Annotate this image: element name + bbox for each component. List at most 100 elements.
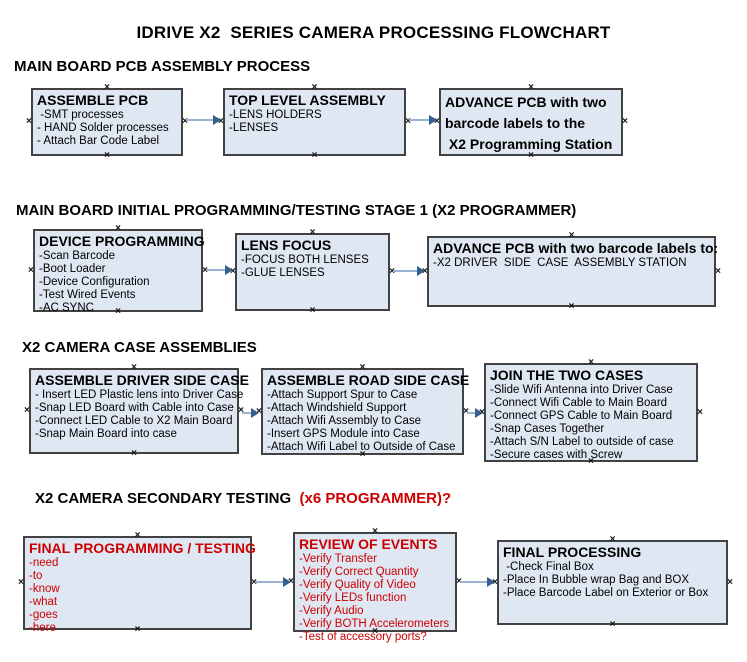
box-items: -need-to-know-what-goes-here [29, 557, 250, 635]
box-item: -what [29, 596, 58, 608]
arrow-head-icon [429, 115, 437, 125]
box-items: - Insert LED Plastic lens into Driver Ca… [35, 389, 243, 441]
box-items: -Slide Wifi Antenna into Driver Case-Con… [490, 384, 696, 462]
arrow-shaft [409, 119, 431, 121]
section-heading-text: X2 CAMERA CASE ASSEMBLIES [22, 339, 257, 356]
connection-point-icon: × [622, 116, 628, 127]
connection-point-icon: × [697, 406, 703, 418]
box-item: -Verify BOTH Accelerometers [299, 618, 450, 630]
section-heading-text: MAIN BOARD INITIAL PROGRAMMING/TESTING S… [16, 202, 577, 219]
arrow-head-icon [225, 265, 233, 275]
box-title: FINAL PROCESSING [503, 544, 642, 560]
box-title: JOIN THE TWO CASES [490, 367, 644, 383]
box-item: -FOCUS BOTH LENSES [241, 254, 369, 266]
box-title: TOP LEVEL ASSEMBLY [229, 92, 386, 108]
box-item: -Verify Audio [299, 605, 364, 617]
arrow-shaft [186, 119, 215, 121]
box-item: -to [29, 570, 43, 582]
connection-point-icon: × [309, 305, 316, 316]
box-item: -Slide Wifi Antenna into Driver Case [490, 384, 673, 396]
connection-point-icon: × [104, 150, 110, 161]
box-item: -AC SYNC [39, 302, 94, 314]
box-item: -here [29, 622, 56, 634]
connection-point-icon: × [24, 405, 30, 416]
flow-arrow [242, 408, 259, 418]
flow-arrow [255, 577, 291, 587]
flow-box-review-of-events: REVIEW OF EVENTS -Verify Transfer-Verify… [288, 527, 462, 644]
box-item: -Insert GPS Module into Case [267, 428, 420, 440]
box-title-line: barcode labels to the [445, 115, 586, 131]
arrow-head-icon [283, 577, 291, 587]
box-item: -Verify LEDs function [299, 592, 407, 604]
box-item: -Snap LED Board with Cable into Case [35, 402, 234, 414]
box-title: ASSEMBLE ROAD SIDE CASE [267, 372, 470, 388]
box-title: LENS FOCUS [241, 237, 332, 253]
flow-box-join-the-two-cases: JOIN THE TWO CASES -Slide Wifi Antenna i… [479, 358, 703, 467]
box-title: ASSEMBLE DRIVER SIDE CASE [35, 372, 249, 388]
arrow-shaft [460, 581, 489, 583]
flow-arrow [460, 577, 495, 587]
section-heading-pcb-assembly: MAIN BOARD PCB ASSEMBLY PROCESS [14, 58, 310, 75]
box-item: -Secure cases with Screw [490, 449, 623, 461]
flow-arrow [393, 266, 425, 276]
box-item: -need [29, 557, 59, 569]
flow-arrow [409, 115, 437, 125]
box-item: -Check Final Box [503, 561, 594, 573]
box-item: -Test Wired Events [39, 289, 136, 301]
box-item: -Attach Wifi Assembly to Case [267, 415, 422, 427]
flow-box-assemble-road-side-case: ASSEMBLE ROAD SIDE CASE -Attach Support … [256, 363, 470, 460]
flowchart-title: IDRIVE X2 SERIES CAMERA PROCESSING FLOWC… [136, 23, 611, 42]
arrow-head-icon [251, 408, 259, 418]
section-heading-case-assemblies: X2 CAMERA CASE ASSEMBLIES [22, 339, 257, 356]
box-item: -Attach Windshield Support [267, 402, 407, 414]
arrow-shaft [242, 412, 253, 414]
box-item: -know [29, 583, 60, 595]
box-title: DEVICE PROGRAMMING [39, 233, 205, 249]
box-item: -LENSES [229, 122, 279, 134]
box-title: FINAL PROGRAMMING / TESTING [29, 540, 256, 556]
box-item: - Attach Bar Code Label [37, 135, 160, 147]
connection-point-icon: × [568, 301, 575, 312]
box-items: -Check Final Box-Place In Bubble wrap Ba… [503, 561, 726, 600]
box-item: -Device Configuration [39, 276, 150, 288]
box-title-line: ADVANCE PCB with two [445, 94, 607, 110]
arrow-head-icon [417, 266, 425, 276]
connection-point-icon: × [715, 265, 721, 277]
arrow-shaft [393, 270, 419, 272]
box-item: -Verify Quality of Video [299, 579, 416, 591]
connection-point-icon: × [18, 577, 24, 588]
box-items: -LENS HOLDERS-LENSES [229, 109, 404, 135]
connection-point-icon: × [26, 116, 32, 127]
box-title: ASSEMBLE PCB [37, 92, 149, 108]
box-title: ADVANCE PCB with two barcode labels to: [433, 240, 719, 256]
box-item: -Snap Main Board into case [35, 428, 177, 440]
box-item: -goes [29, 609, 58, 621]
box-title-lines: ADVANCE PCB with two barcode labels to th… [445, 92, 621, 155]
box-item: -Verify Transfer [299, 553, 377, 565]
box-items: -Attach Support Spur to Case-Attach Wind… [267, 389, 462, 454]
box-item: -Snap Cases Together [490, 423, 605, 435]
box-items: -Verify Transfer-Verify Correct Quantity… [299, 553, 455, 644]
flow-arrow [206, 265, 233, 275]
flow-box-assemble-pcb: ASSEMBLE PCB -SMT processes- HAND Solder… [26, 83, 188, 161]
section-heading-secondary-testing: X2 CAMERA SECONDARY TESTING (x6 PROGRAMM… [35, 490, 451, 507]
connection-point-icon: × [311, 150, 318, 161]
connection-point-icon: × [609, 619, 616, 630]
flow-box-advance-pcb-driver-side-station: ADVANCE PCB with two barcode labels to: … [422, 231, 721, 312]
box-items: -SMT processes- HAND Solder processes- A… [37, 109, 181, 148]
arrow-head-icon [475, 408, 483, 418]
connection-point-icon: × [727, 576, 733, 588]
box-item: -Place In Bubble wrap Bag and BOX [503, 574, 690, 586]
flow-arrow [467, 408, 483, 418]
section-heading-initial-programming: MAIN BOARD INITIAL PROGRAMMING/TESTING S… [16, 202, 576, 219]
box-item: -SMT processes [37, 109, 124, 121]
box-title-line: X2 Programming Station [445, 136, 613, 152]
flow-box-device-programming: DEVICE PROGRAMMING -Scan Barcode-Boot Lo… [28, 224, 208, 317]
box-item: -Attach Support Spur to Case [267, 389, 418, 401]
box-items: -FOCUS BOTH LENSES-GLUE LENSES [241, 254, 388, 280]
flow-box-final-programming-testing: FINAL PROGRAMMING / TESTING -need-to-kno… [18, 531, 257, 635]
box-title: REVIEW OF EVENTS [299, 536, 438, 552]
arrow-shaft [255, 581, 285, 583]
box-item: -Test of accessory ports? [299, 631, 427, 643]
